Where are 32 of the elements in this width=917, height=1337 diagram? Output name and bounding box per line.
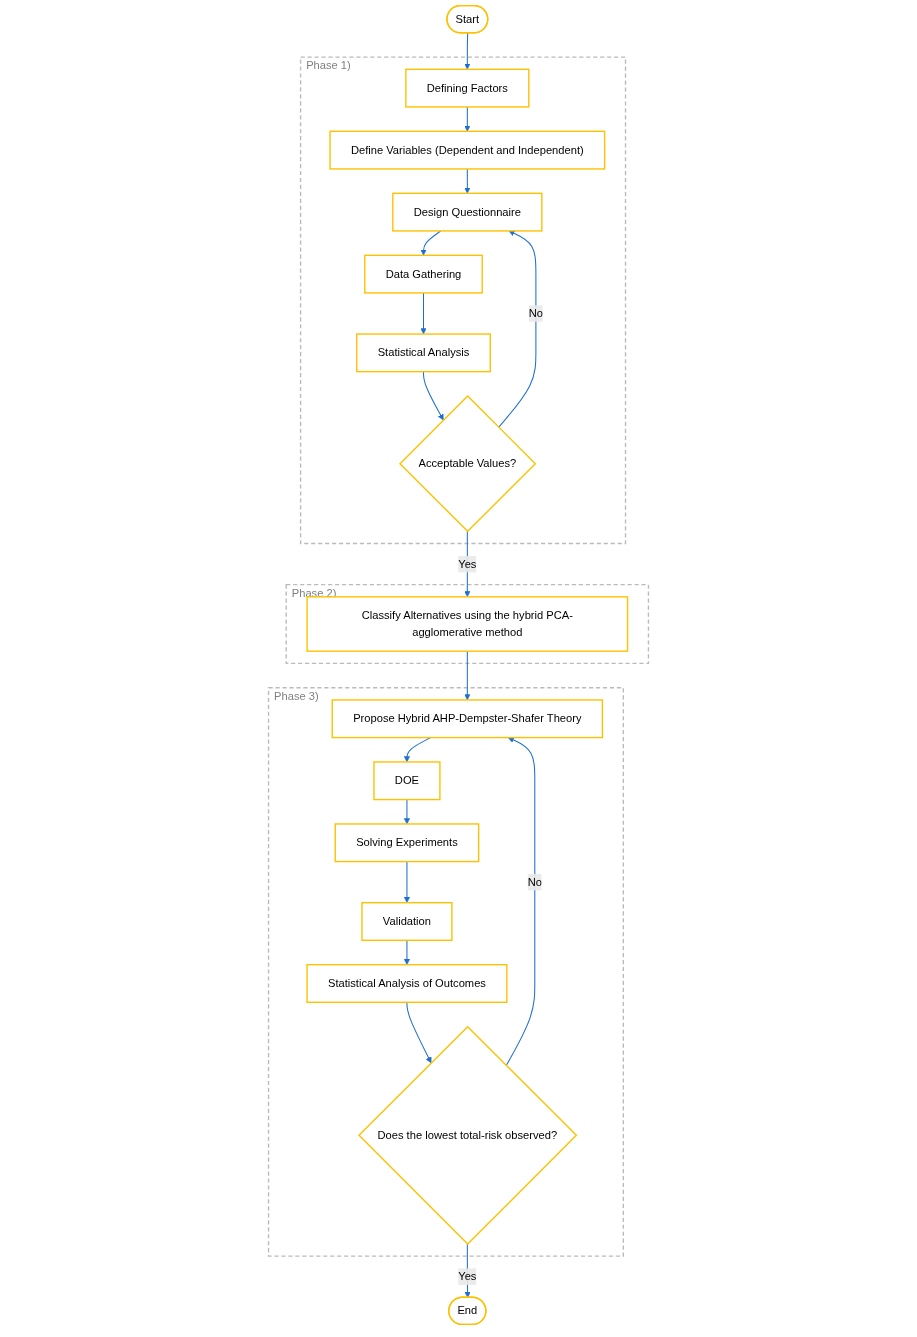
node-box: Data Gathering — [364, 254, 483, 294]
arrow — [505, 737, 536, 1067]
arrow — [403, 939, 410, 965]
arrow — [464, 650, 471, 701]
node-diamond: Acceptable Values? — [399, 395, 537, 533]
edge-label: No — [528, 307, 544, 320]
node-box: Classify Alternatives using the hybrid PCA-agglomerative method — [306, 596, 629, 652]
arrow — [420, 230, 442, 256]
arrow — [420, 292, 427, 335]
arrow — [464, 168, 471, 194]
node-box: Statistical Analysis — [356, 333, 491, 373]
node-box: Validation — [361, 901, 453, 941]
arrow — [403, 799, 410, 825]
edge-label: Yes — [458, 1270, 477, 1283]
node-box: Define Variables (Dependent and Independent) — [329, 130, 606, 170]
node-box: DOE — [373, 761, 441, 801]
node-box: Design Questionnaire — [392, 192, 543, 232]
node-box: Statistical Analysis of Outcomes — [306, 964, 508, 1003]
edge-label: No — [527, 875, 542, 888]
arrow — [498, 230, 537, 428]
arrow — [403, 861, 410, 903]
arrow — [464, 32, 471, 70]
arrow — [406, 1001, 432, 1064]
node-box: Defining Factors — [405, 68, 530, 108]
edge-label: Yes — [458, 557, 477, 570]
node-box: Propose Hybrid AHP-Dempster-Shafer Theory — [331, 699, 604, 739]
arrow — [464, 530, 471, 598]
node-diamond: Does the lowest total-risk observed? — [358, 1025, 578, 1245]
node-box: Solving Experiments — [334, 823, 480, 863]
arrow — [403, 737, 432, 763]
arrow — [464, 106, 471, 132]
arrow — [423, 371, 444, 421]
